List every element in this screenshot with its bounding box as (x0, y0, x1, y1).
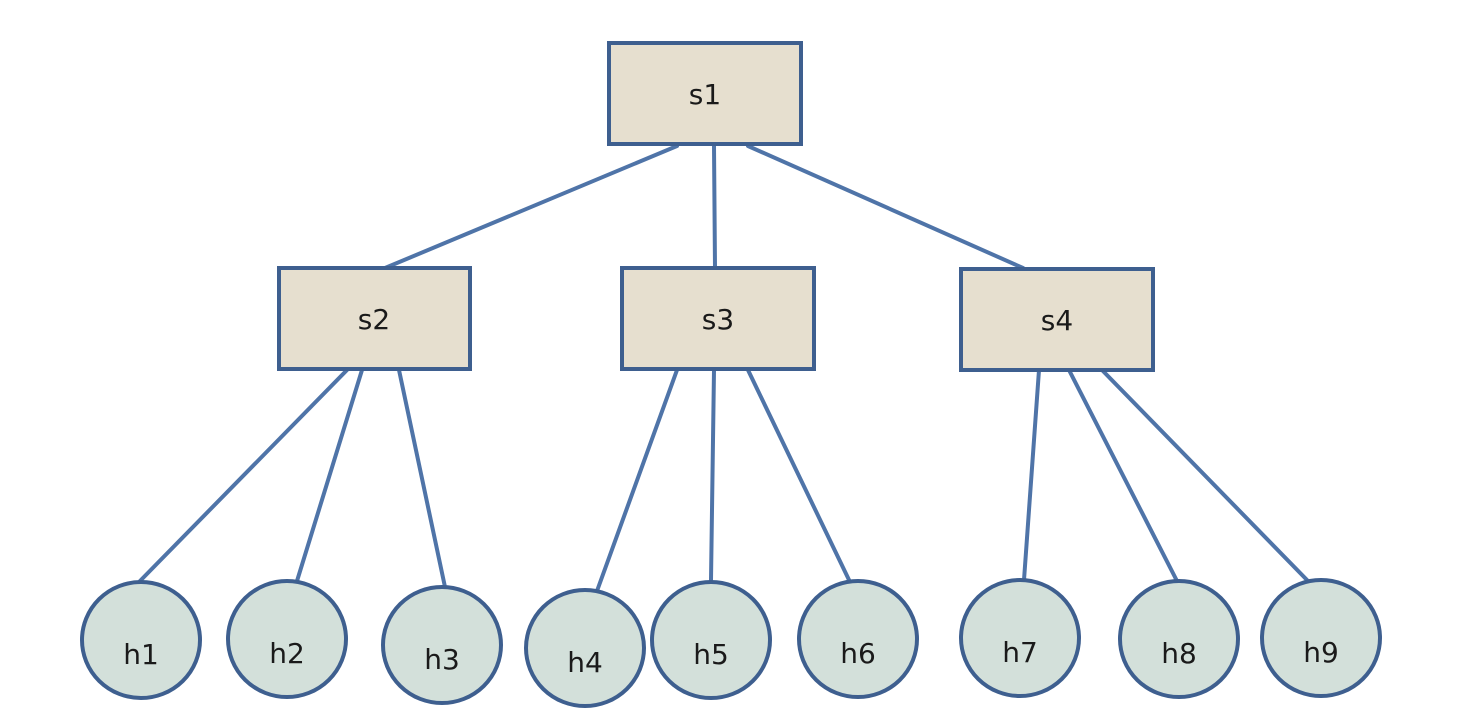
host-label-h8: h8 (1161, 637, 1197, 670)
host-label-h1: h1 (123, 638, 159, 671)
switch-box-s1 (607, 41, 803, 146)
host-circle-h6 (797, 579, 919, 699)
switch-node-s3: s3 (620, 266, 816, 371)
host-label-h7: h7 (1002, 636, 1038, 669)
host-circle-h8 (1118, 579, 1240, 699)
host-circle-h5 (650, 580, 772, 700)
link-s3-h4 (595, 368, 679, 593)
switch-label-s1: s1 (689, 78, 721, 111)
host-circle-h2 (226, 579, 348, 699)
host-circle-h4 (524, 588, 646, 708)
switch-box-s4 (959, 267, 1155, 372)
host-label-h2: h2 (269, 637, 305, 670)
link-s2-h1 (138, 368, 349, 583)
links-layer (138, 144, 1309, 593)
link-s3-h6 (746, 368, 852, 584)
switch-box-s2 (277, 266, 472, 371)
switch-box-s3 (620, 266, 816, 371)
link-s4-h8 (1067, 368, 1179, 583)
link-s4-h9 (1100, 368, 1309, 582)
host-node-h3: h3 (381, 585, 503, 705)
switch-node-s4: s4 (959, 267, 1155, 372)
host-node-h5: h5 (650, 580, 772, 700)
host-node-h9: h9 (1260, 578, 1382, 698)
host-circle-h1 (80, 580, 202, 700)
link-s1-s3 (712, 144, 717, 270)
link-s4-h7 (1022, 368, 1041, 582)
switch-node-s1: s1 (607, 41, 803, 146)
host-circle-h3 (381, 585, 503, 705)
host-node-h1: h1 (80, 580, 202, 700)
host-label-h3: h3 (424, 643, 460, 676)
host-circle-h7 (959, 578, 1081, 698)
host-node-h8: h8 (1118, 579, 1240, 699)
host-node-h2: h2 (226, 579, 348, 699)
switch-label-s2: s2 (358, 303, 390, 336)
switches-layer: s1 s2 s3 s4 (277, 41, 1155, 372)
host-label-h9: h9 (1303, 636, 1339, 669)
switch-label-s4: s4 (1041, 304, 1073, 337)
host-label-h6: h6 (840, 637, 876, 670)
link-s2-h3 (397, 368, 447, 589)
link-s3-h5 (709, 368, 716, 582)
link-s2-h2 (295, 368, 364, 583)
host-node-h7: h7 (959, 578, 1081, 698)
host-label-h5: h5 (693, 638, 729, 671)
switch-node-s2: s2 (277, 266, 472, 371)
switch-label-s3: s3 (702, 303, 734, 336)
host-node-h4: h4 (524, 588, 646, 708)
link-s1-s4 (746, 144, 1025, 270)
host-label-h4: h4 (567, 646, 603, 679)
hosts-layer: h1 h2 h3 h4 h5 h6 h7 h8 (80, 578, 1382, 708)
host-node-h6: h6 (797, 579, 919, 699)
link-s1-s2 (383, 144, 679, 270)
host-circle-h9 (1260, 578, 1382, 698)
